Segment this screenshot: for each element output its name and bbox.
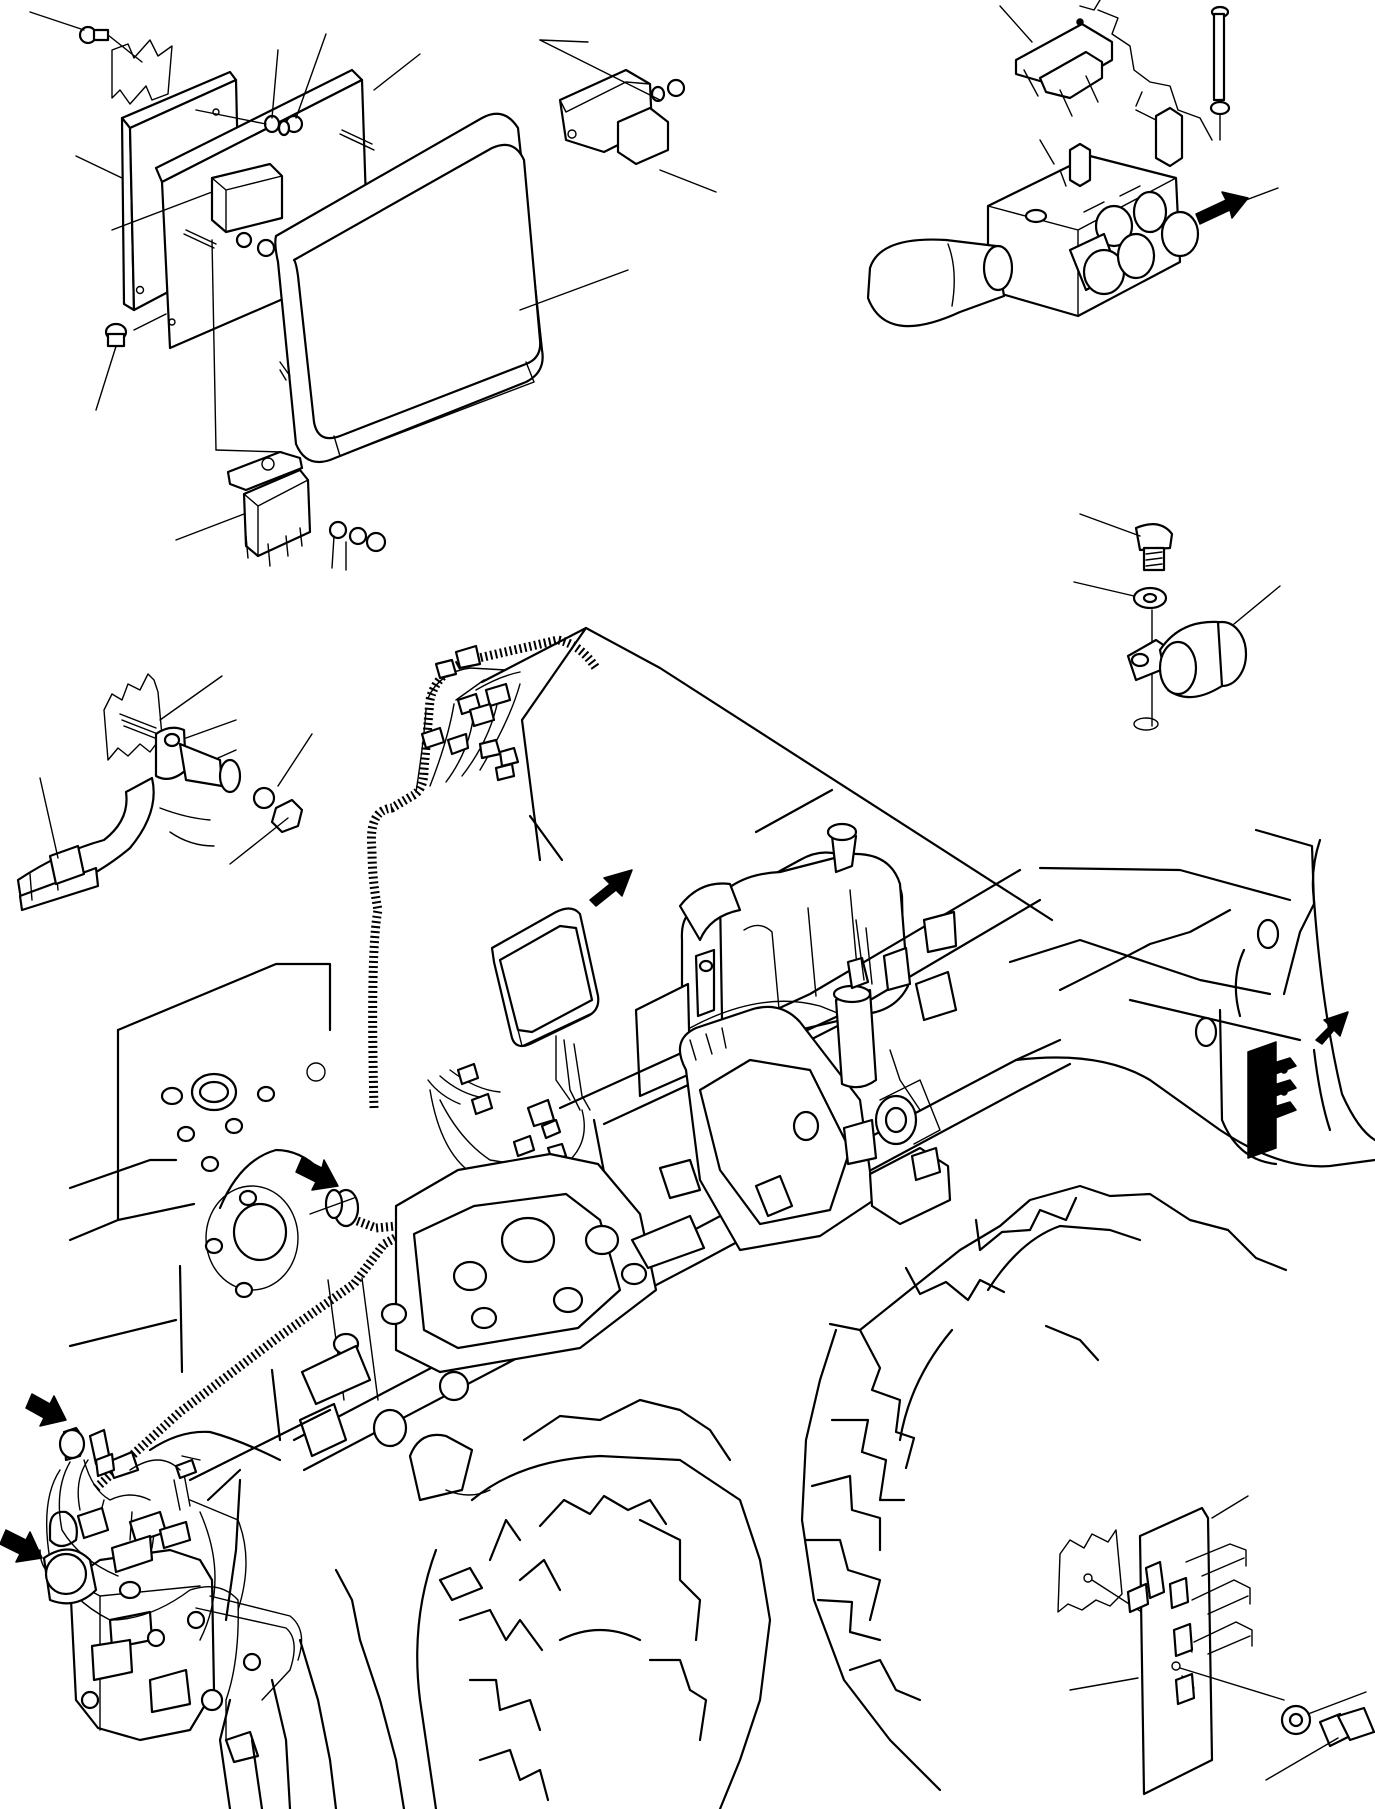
grommet-icon: [154, 726, 242, 794]
relay-plate-detail: [1057, 1495, 1375, 1796]
pointer-arrow-icon: [1315, 1011, 1349, 1045]
pointer-arrow-icon: [295, 1157, 339, 1191]
filter-assembly: [832, 910, 958, 1182]
grommet-icon: [1126, 620, 1248, 699]
washer-icon: [1280, 1704, 1312, 1736]
pointer-arrow-icon: [1195, 191, 1249, 225]
washer-icon: [328, 520, 387, 553]
ecu-module: [490, 907, 600, 1048]
hydraulic-valve: [39, 1426, 303, 1764]
bolt-icon: [1318, 1706, 1375, 1748]
bolt-grommet-detail: [1073, 513, 1281, 731]
nut-icon: [650, 78, 686, 103]
pointer-arrow-icon: [0, 1529, 43, 1563]
accumulator-icon: [866, 238, 1014, 328]
bolt-icon: [1209, 5, 1231, 116]
relay-icon: [226, 450, 312, 567]
tire-rear: [218, 1398, 772, 1809]
transmission-assembly: [204, 1000, 952, 1602]
knob-icon: [104, 322, 128, 348]
screw-icon: [78, 25, 110, 45]
harness-clamp-detail: [16, 673, 313, 912]
bolt-icon: [1134, 523, 1174, 572]
relay-plate-icon: [1247, 1041, 1297, 1159]
washer-icon: [1132, 586, 1168, 610]
accumulator-icon: [42, 1548, 98, 1605]
connector-icon: [558, 68, 670, 166]
tire-front: [800, 1184, 1288, 1792]
pointer-arrow-icon: [589, 869, 633, 907]
machine-main-view: [0, 626, 1375, 1809]
wire-harness: [366, 635, 600, 1109]
ecu-module: [274, 112, 544, 464]
harness-grommet-icon: [309, 1188, 360, 1228]
valve-block-detail: [866, 0, 1279, 328]
controller-bracket-detail: [29, 11, 717, 571]
pointer-arrow-icon: [25, 1393, 67, 1427]
